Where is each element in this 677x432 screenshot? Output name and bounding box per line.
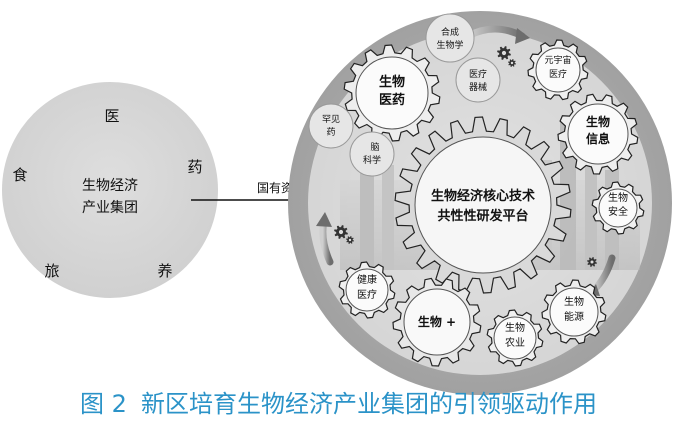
gear-metaverse-line2: 医疗 <box>549 68 567 80</box>
industry-group-title-line1: 生物经济 <box>82 178 138 194</box>
small-circle-rare-drugs: 罕见 药 <box>308 103 354 149</box>
center-gear-line2: 共性性研发平台 <box>437 208 528 224</box>
gear-bio-safety-line1: 生物 <box>608 191 628 204</box>
sector-label-food: 食 <box>12 166 27 184</box>
gear-bio-info <box>557 93 639 175</box>
small-gear-icon-hub <box>338 229 344 235</box>
small-circle-medical-devices: 医疗 器械 <box>455 57 501 103</box>
center-gear-labels: 生物经济核心技术 共性性研发平台 <box>431 188 535 224</box>
gear-bio-info-line1: 生物 <box>586 114 610 129</box>
gear-bio-pharma <box>343 44 441 142</box>
figure-number: 图 2 <box>80 390 127 418</box>
gear-bio-info-line2: 信息 <box>586 131 610 146</box>
medical-devices-line1: 医疗 <box>469 68 487 80</box>
small-gear-icon-hub <box>501 50 507 56</box>
rotation-arrowhead-left <box>316 212 332 227</box>
industry-group-circle: 生物经济 产业集团 医 食 药 旅 养 <box>2 82 218 298</box>
gear-bio-pharma-line2: 医药 <box>379 92 405 108</box>
small-gear-icon-hub <box>510 61 514 65</box>
gear-bio-agri-line2: 农业 <box>505 336 525 349</box>
gear-bio-safety <box>591 181 645 235</box>
small-gear-icon-hub <box>348 238 352 242</box>
gear-health-medicine <box>338 261 396 319</box>
gear-bio-agri-line1: 生物 <box>505 321 525 334</box>
figure-caption-text: 新区培育生物经济产业集团的引领驱动作用 <box>140 390 597 418</box>
gear-bio-safety-line2: 安全 <box>608 205 628 218</box>
sector-label-health-care: 养 <box>157 262 172 280</box>
synthetic-bio-line1: 合成 <box>441 26 459 38</box>
gear-health-med-line2: 医疗 <box>357 288 377 301</box>
sector-label-drug: 药 <box>187 158 202 176</box>
brain-science-line1: 脑 <box>370 141 379 153</box>
gear-bio-energy-line1: 生物 <box>564 295 584 308</box>
gear-metaverse-medicine <box>527 39 589 101</box>
gear-health-med-line1: 健康 <box>357 273 377 286</box>
sector-label-tourism: 旅 <box>44 262 59 280</box>
gear-bio-agri <box>486 309 544 367</box>
small-circle-synthetic-bio: 合成 生物学 <box>425 13 475 63</box>
brain-science-line2: 科学 <box>363 154 381 166</box>
rotation-arrowhead-top <box>515 28 530 44</box>
industry-group-title-line2: 产业集团 <box>82 199 138 216</box>
figure-caption: 图 2 新区培育生物经济产业集团的引领驱动作用 <box>0 384 677 424</box>
gear-bio-energy <box>541 279 607 345</box>
sector-label-medicine: 医 <box>104 107 119 125</box>
small-circle-brain-science: 脑 科学 <box>349 131 395 177</box>
gear-bio-plus-label: 生物 + <box>418 314 456 329</box>
rare-drugs-line1: 罕见 <box>322 114 340 125</box>
medical-devices-line2: 器械 <box>469 81 487 93</box>
rare-drugs-line2: 药 <box>326 127 335 138</box>
gear-bio-energy-line2: 能源 <box>564 310 584 323</box>
gear-bio-plus <box>392 277 482 367</box>
gear-center-platform <box>394 116 572 294</box>
synthetic-bio-line2: 生物学 <box>436 39 463 51</box>
gear-metaverse-line1: 元宇宙 <box>544 54 571 66</box>
gear-bio-pharma-line1: 生物 <box>379 74 405 90</box>
small-gear-icon-hub <box>590 260 594 264</box>
center-gear-line1: 生物经济核心技术 <box>431 188 535 204</box>
